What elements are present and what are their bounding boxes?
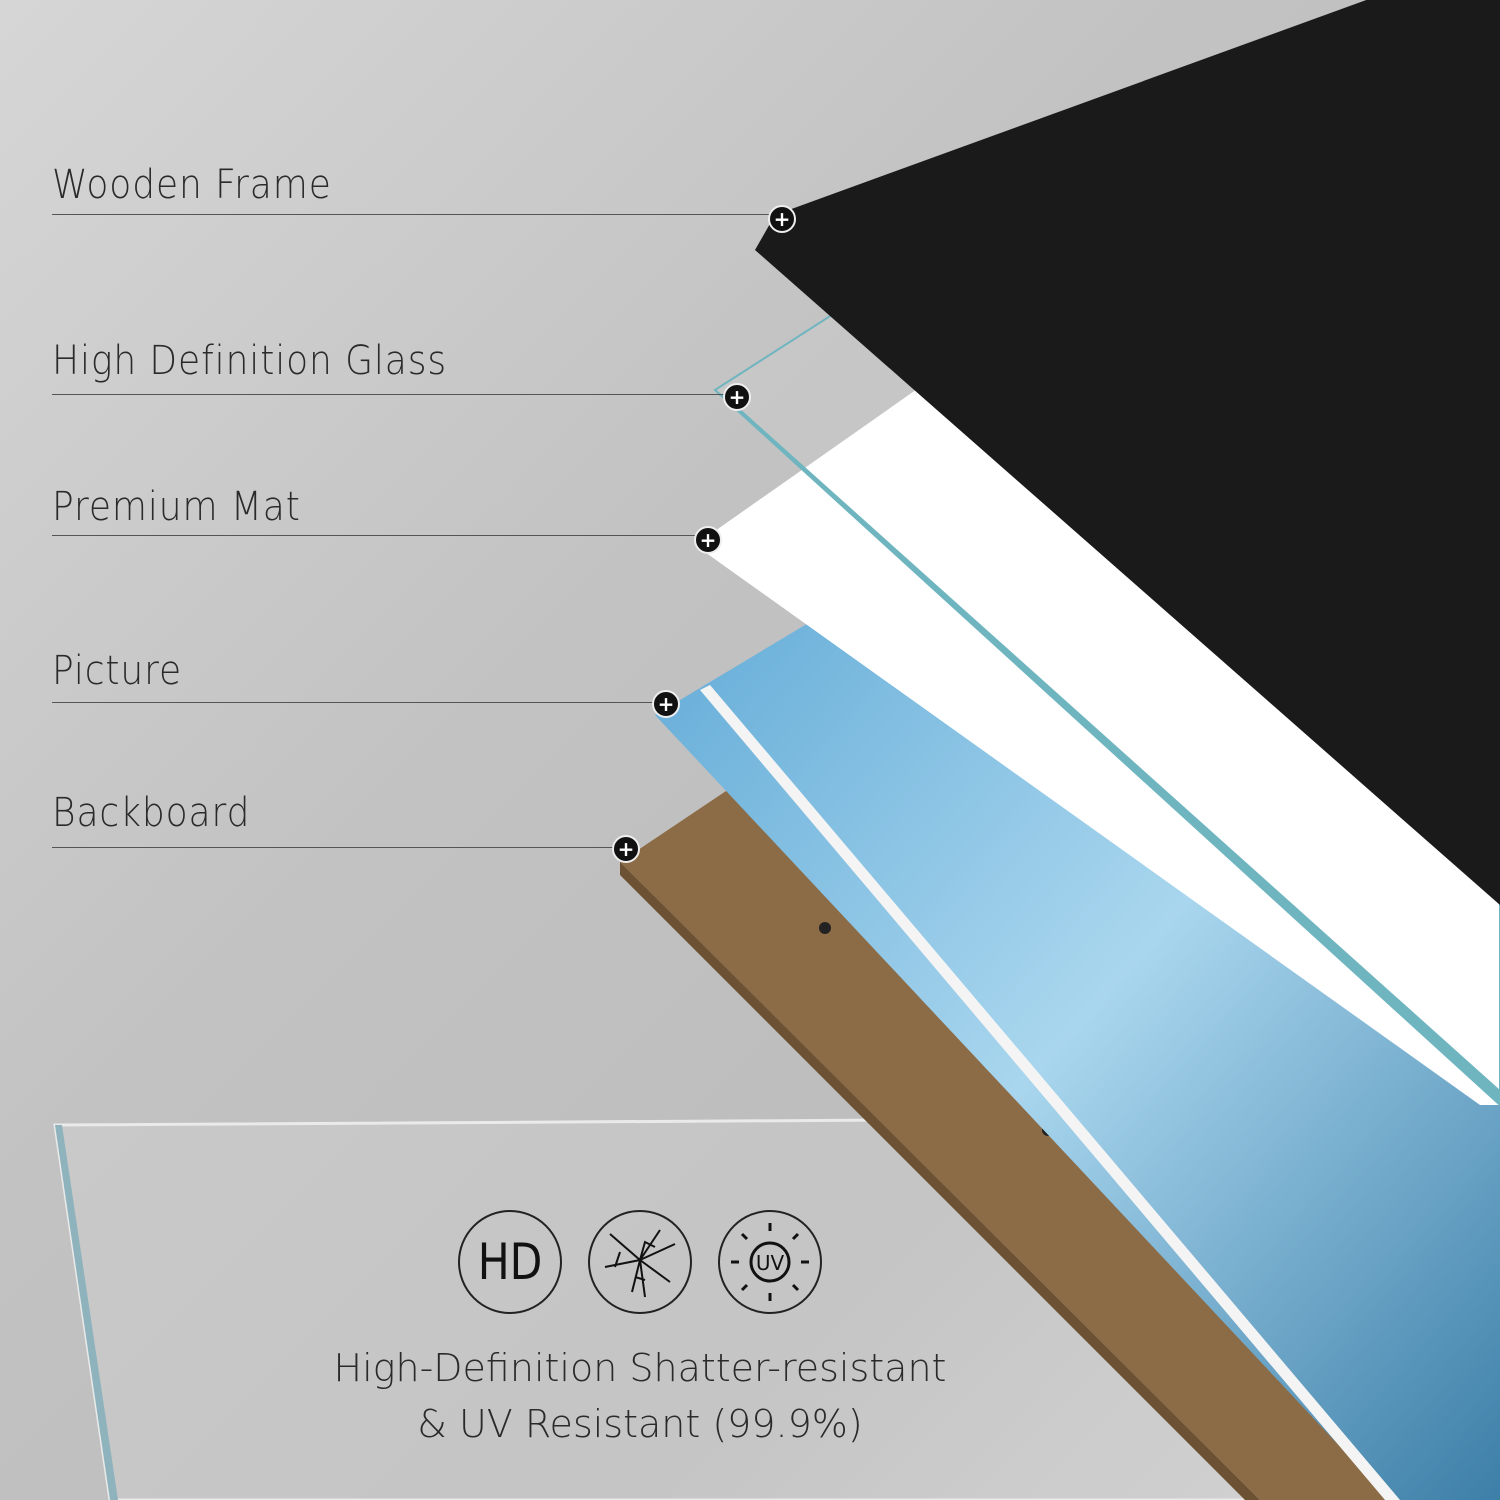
uv-icon: UV — [718, 1210, 822, 1314]
callout-line — [52, 394, 727, 395]
glass-edge — [715, 390, 1500, 1105]
plus-icon: + — [612, 835, 640, 863]
callout-line — [52, 702, 657, 703]
feature-caption: High-Definition Shatter-resistant & UV R… — [300, 1340, 980, 1452]
hd-icon: HD — [458, 1210, 562, 1314]
plus-icon: + — [723, 383, 751, 411]
glass-pane-edge — [55, 1125, 118, 1500]
uv-sun-icon-glyph: UV — [731, 1223, 809, 1301]
label-wooden-frame: Wooden Frame — [52, 162, 332, 208]
callout-line — [52, 535, 697, 536]
feature-icons: HD UV — [300, 1210, 980, 1314]
hd-icon-text: HD — [477, 1233, 543, 1291]
shatter-icon-glyph — [604, 1229, 676, 1298]
label-mat: Premium Mat — [52, 484, 301, 530]
plus-icon: + — [694, 526, 722, 554]
caption-line-2: & UV Resistant (99.9%) — [417, 1402, 863, 1446]
wooden-frame-layer — [755, 0, 1500, 905]
backboard-edge — [620, 862, 1260, 1500]
callout-line — [52, 214, 772, 215]
label-picture: Picture — [52, 648, 183, 694]
backboard-hole — [819, 922, 831, 934]
features-section: HD UV High-Definition Shatter-resistant … — [300, 1210, 980, 1452]
label-backboard: Backboard — [52, 790, 251, 836]
callout-line — [52, 847, 617, 848]
shatter-icon — [588, 1210, 692, 1314]
label-glass: High Definition Glass — [52, 338, 448, 384]
plus-icon: + — [652, 690, 680, 718]
plus-icon: + — [768, 205, 796, 233]
caption-line-1: High-Definition Shatter-resistant — [333, 1346, 947, 1390]
uv-icon-text: UV — [756, 1251, 785, 1275]
picture-highlight — [700, 685, 1400, 1500]
